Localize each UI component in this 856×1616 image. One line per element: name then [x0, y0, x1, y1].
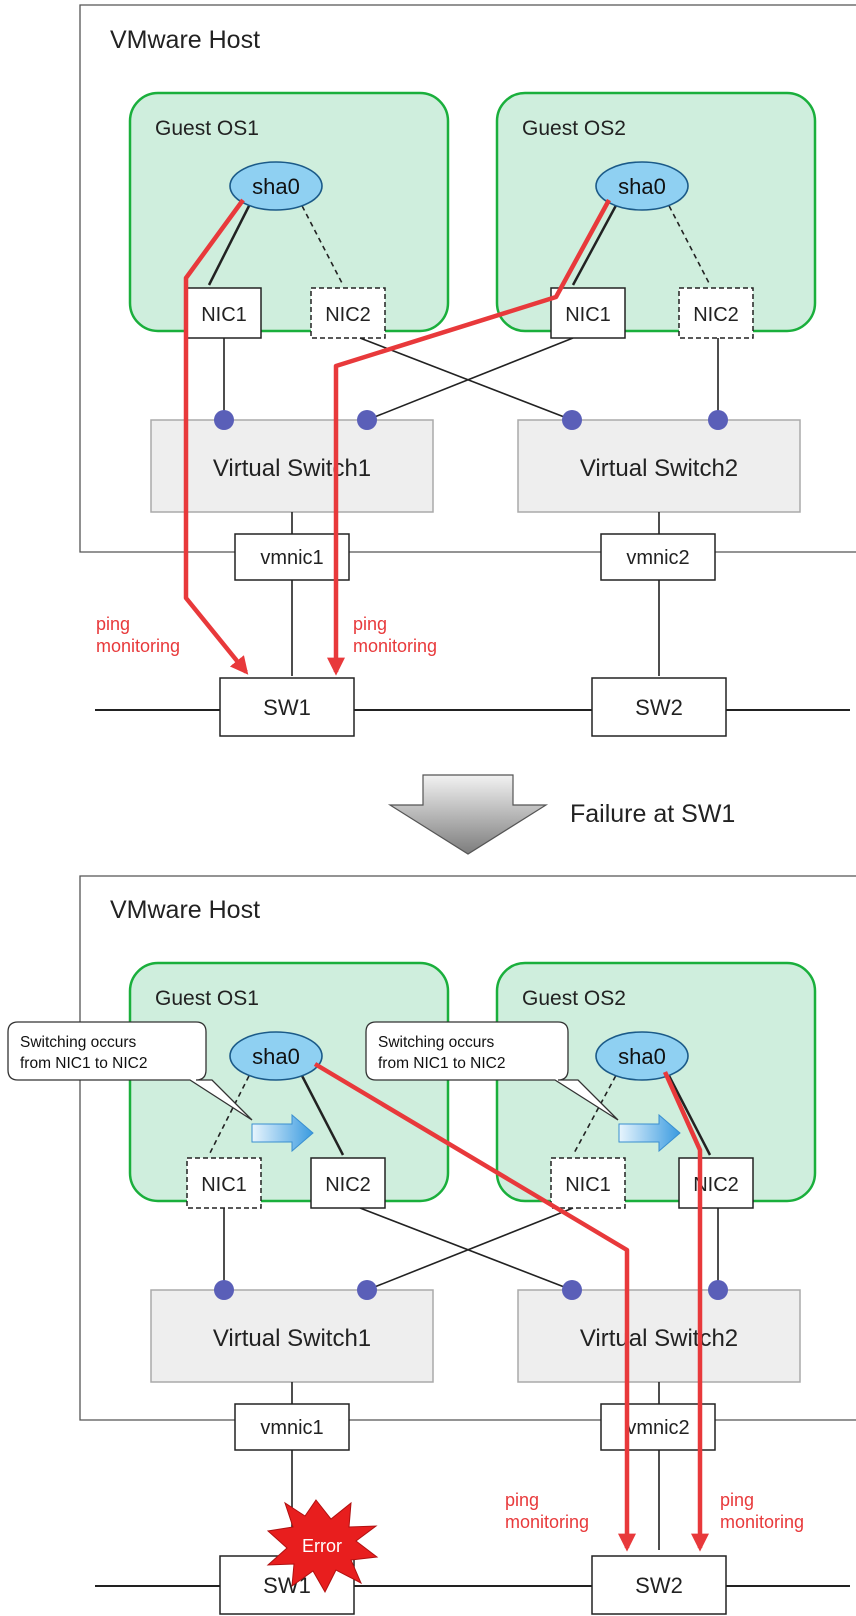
switching-callout-2 — [365, 1021, 619, 1121]
sha0-node-g1 — [229, 1031, 323, 1081]
nic2-box-g2 — [678, 1157, 754, 1209]
sha-nic2-link-g2 — [663, 1067, 712, 1156]
port-dot — [214, 410, 234, 430]
nic2-box-g1 — [310, 287, 386, 339]
nic-port-link — [359, 1207, 573, 1291]
guest-os1-box — [128, 961, 450, 1203]
ping-monitoring-path-g2 — [327, 198, 611, 676]
nic2-label-g1: NIC2 — [325, 304, 371, 326]
guest-os2-box — [495, 91, 817, 333]
transition-label: Failure at SW1 — [570, 800, 735, 828]
switch-arrow-icon — [251, 1113, 314, 1153]
guest-os1-box — [128, 91, 450, 333]
switching-callout-1-text: Switching occurs from NIC1 to NIC2 — [20, 1034, 147, 1072]
vmware-host-box — [79, 875, 856, 1421]
sha-nic2-link-g2 — [664, 197, 711, 286]
port-dot — [357, 1280, 377, 1300]
virtual-switch1-label: Virtual Switch1 — [213, 1325, 371, 1352]
vmnic2-label: vmnic2 — [626, 547, 689, 569]
nic1-label-g2: NIC1 — [565, 1174, 611, 1196]
guest-os2-label: Guest OS2 — [522, 117, 626, 140]
nic-port-link — [366, 1207, 574, 1291]
vmnic2-box — [600, 1403, 716, 1451]
port-dot — [357, 410, 377, 430]
port-dot — [708, 1280, 728, 1300]
guest-os1-label: Guest OS1 — [155, 987, 259, 1010]
port-dot — [214, 1280, 234, 1300]
vmnic2-label: vmnic2 — [626, 1417, 689, 1439]
nic2-label-g2: NIC2 — [693, 304, 739, 326]
virtual-switch1 — [150, 419, 434, 513]
nic-port-link — [359, 337, 573, 421]
error-burst-icon — [266, 1499, 379, 1594]
ping-monitoring-path-g1 — [313, 1062, 636, 1552]
vmnic2-box — [600, 533, 716, 581]
virtual-switch1 — [150, 1289, 434, 1383]
nic1-box-g1 — [186, 287, 262, 339]
sha-nic2-link-g1 — [296, 1067, 345, 1156]
sha0-label-g1: sha0 — [252, 174, 300, 199]
virtual-switch2-label: Virtual Switch2 — [580, 455, 738, 482]
nic-port-link — [366, 337, 574, 421]
ping-monitoring-path-g1 — [183, 198, 249, 675]
vmware-host-box — [79, 4, 856, 553]
vmnic1-label: vmnic1 — [260, 547, 323, 569]
sha0-label-g1: sha0 — [252, 1044, 300, 1069]
switch-arrow-icon — [618, 1113, 681, 1153]
ping-label-left: ping monitoring — [96, 614, 180, 656]
transition: Failure at SW1 — [387, 774, 735, 855]
nic2-label-g1: NIC2 — [325, 1174, 371, 1196]
vmnic1-box — [234, 533, 350, 581]
sha0-label-g2: sha0 — [618, 174, 666, 199]
sha0-node-g2 — [595, 1031, 689, 1081]
host-label: VMware Host — [110, 26, 260, 54]
sw1-box — [219, 677, 355, 737]
before-diagram: VMware Host Guest OS1 Guest OS2 Virtual … — [79, 4, 856, 737]
sw2-label: SW2 — [635, 695, 683, 720]
switching-callout-1 — [7, 1021, 253, 1121]
error-label: Error — [302, 1536, 342, 1556]
nic1-box-g2 — [550, 287, 626, 339]
port-dot — [708, 410, 728, 430]
nic2-box-g2 — [678, 287, 754, 339]
down-arrow-icon — [387, 774, 549, 855]
guest-os2-box — [495, 961, 817, 1203]
ping-label-right: ping monitoring — [720, 1490, 804, 1532]
nic1-label-g1: NIC1 — [201, 1174, 247, 1196]
vmnic1-label: vmnic1 — [260, 1417, 323, 1439]
sha-nic1-link-g1 — [208, 1067, 254, 1156]
sha-nic1-link-g2 — [571, 197, 622, 286]
ping-label-right: ping monitoring — [353, 614, 437, 656]
virtual-switch1-label: Virtual Switch1 — [213, 455, 371, 482]
sw2-label: SW2 — [635, 1573, 683, 1598]
sha0-node-g1 — [229, 161, 323, 211]
nic1-label-g2: NIC1 — [565, 304, 611, 326]
host-label: VMware Host — [110, 896, 260, 924]
switching-callout-2-text: Switching occurs from NIC1 to NIC2 — [378, 1034, 505, 1072]
nic1-label-g1: NIC1 — [201, 304, 247, 326]
nic1-box-g2 — [550, 1157, 626, 1209]
ping-monitoring-path-g2 — [662, 1071, 709, 1552]
sha-nic1-link-g1 — [207, 197, 255, 286]
port-dot — [562, 1280, 582, 1300]
sha0-node-g2 — [595, 161, 689, 211]
guest-os2-label: Guest OS2 — [522, 987, 626, 1010]
sha0-label-g2: sha0 — [618, 1044, 666, 1069]
sha-nic1-link-g2 — [572, 1067, 621, 1156]
sha-nic2-link-g1 — [297, 197, 344, 286]
nic2-box-g1 — [310, 1157, 386, 1209]
nic2-label-g2: NIC2 — [693, 1174, 739, 1196]
sw1-label: SW1 — [263, 695, 311, 720]
port-dot — [562, 410, 582, 430]
virtual-switch2 — [517, 1289, 801, 1383]
guest-os1-label: Guest OS1 — [155, 117, 259, 140]
nic1-box-g1 — [186, 1157, 262, 1209]
after-diagram: VMware Host Guest OS1 Guest OS2 Virtual … — [7, 875, 856, 1615]
ping-label-left: ping monitoring — [505, 1490, 589, 1532]
vmnic1-box — [234, 1403, 350, 1451]
virtual-switch2-label: Virtual Switch2 — [580, 1325, 738, 1352]
sw2-box — [591, 677, 727, 737]
sw2-box — [591, 1555, 727, 1615]
